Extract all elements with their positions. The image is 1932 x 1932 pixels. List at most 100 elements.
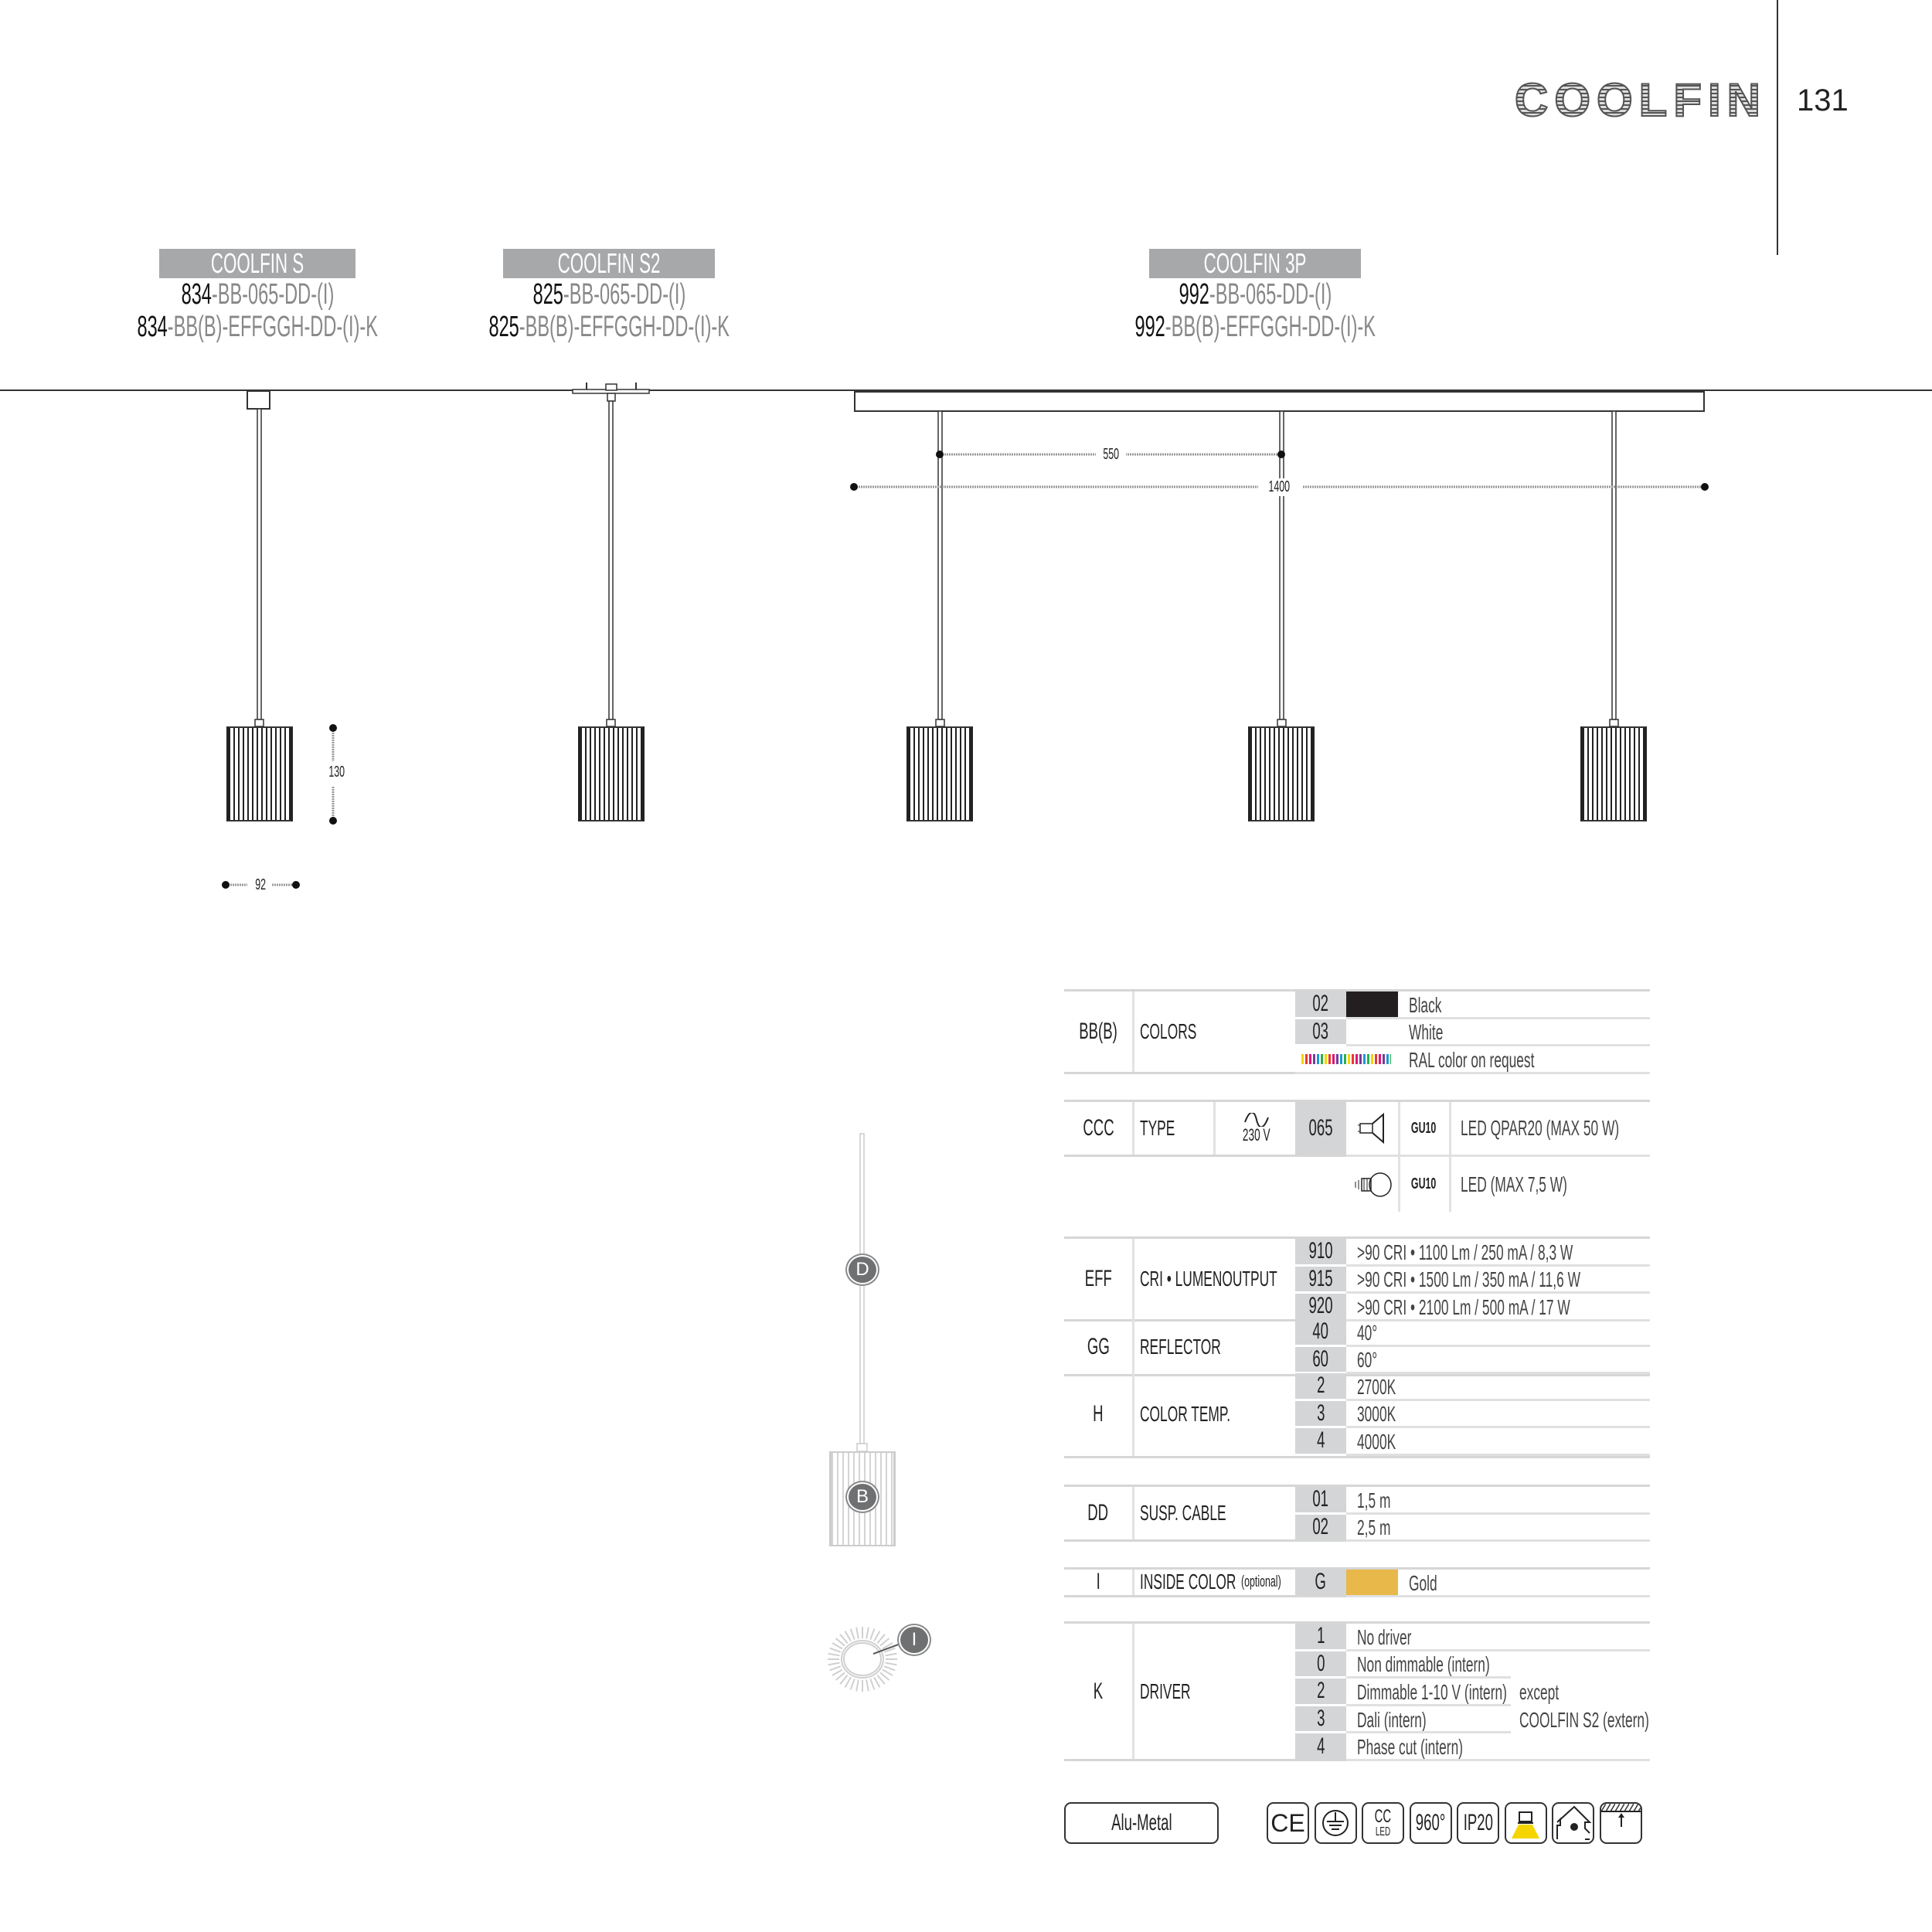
voltage-cell: 230 V: [1213, 1102, 1298, 1155]
group-label: TYPE: [1132, 1102, 1213, 1155]
ring-fin: [866, 1627, 869, 1639]
group-code: I: [1064, 1569, 1134, 1595]
option-code: 01: [1295, 1486, 1346, 1512]
ring-fin: [882, 1668, 893, 1676]
option-text-value: 40°: [1357, 1320, 1378, 1345]
product-name: COOLFIN S2: [557, 247, 661, 279]
cable-connector: [1609, 719, 1619, 727]
part-badge-body: B: [847, 1482, 878, 1512]
group-label-text: TYPE: [1140, 1116, 1175, 1141]
row-divider: [1346, 1426, 1650, 1429]
group-code: K: [1064, 1624, 1134, 1759]
code-prefix: 992: [1134, 311, 1165, 343]
code-prefix: 834: [181, 278, 212, 311]
linear-canopy: [854, 391, 1705, 412]
option-text-value: >90 CRI • 1100 Lm / 250 mA / 8,3 W: [1357, 1240, 1573, 1264]
row-divider: [1346, 1676, 1511, 1679]
group-code-text: CCC: [1082, 1115, 1114, 1141]
ring-fin: [883, 1665, 896, 1672]
product-coolfin-3p: COOLFIN 3P 992-BB-065-DD-(I) 992-BB(B)-E…: [1023, 249, 1487, 344]
option-text: Black: [1409, 992, 1461, 1019]
group-label-text: COLOR TEMP.: [1140, 1402, 1231, 1427]
type-code: 065: [1295, 1102, 1346, 1155]
row-divider: [1346, 1453, 1650, 1456]
option-text: Gold: [1409, 1570, 1454, 1597]
color-swatch: [1346, 992, 1398, 1017]
group-label-text: DRIVER: [1140, 1679, 1191, 1703]
option-code: 1: [1295, 1623, 1346, 1649]
code-rest: -BB(B)-EFFGGH-DD-(I)-K: [519, 311, 730, 343]
cable: [257, 408, 262, 720]
option-code-text: G: [1315, 1569, 1327, 1595]
option-code: 915: [1295, 1265, 1346, 1292]
ring-fin: [879, 1638, 890, 1647]
pendant-shade: [1248, 726, 1315, 821]
option-code-text: 40: [1312, 1318, 1329, 1345]
ceiling-mount-icon: [1599, 1802, 1642, 1844]
option-text: Dali (intern): [1357, 1706, 1469, 1734]
row-divider: [1346, 1731, 1511, 1734]
group-code-text: H: [1093, 1401, 1104, 1427]
color-swatch: [1346, 1019, 1398, 1045]
code-prefix: 834: [137, 311, 168, 343]
type-code-text: 065: [1308, 1115, 1333, 1141]
option-row: 920 >90 CRI • 2100 Lm / 500 mA / 17 W: [1295, 1293, 1650, 1321]
option-text: 2700K: [1357, 1373, 1420, 1401]
ring-fin: [879, 1672, 890, 1681]
option-text: >90 CRI • 1500 Lm / 350 mA / 11,6 W: [1357, 1267, 1717, 1294]
option-row: 01 1,5 m: [1295, 1486, 1650, 1515]
ring-fin: [866, 1679, 869, 1692]
option-text-value: >90 CRI • 2100 Lm / 500 mA / 17 W: [1357, 1294, 1570, 1319]
ring-fin: [844, 1676, 852, 1688]
option-text-value: Dali (intern): [1357, 1707, 1427, 1732]
group-label-text: REFLECTOR: [1140, 1334, 1221, 1359]
row-divider: [1346, 1398, 1650, 1401]
option-text-value: 2700K: [1357, 1374, 1396, 1399]
option-text-value: RAL color on request: [1409, 1047, 1535, 1072]
pendant-shade: [578, 726, 645, 821]
option-code-text: 03: [1312, 1018, 1329, 1044]
glow-wire-icon: 960°: [1409, 1802, 1452, 1844]
cable: [1611, 410, 1617, 720]
protective-earth-icon: [1314, 1802, 1357, 1844]
group-label: CRI • LUMENOUTPUT: [1132, 1239, 1295, 1319]
option-row: 02 Black: [1295, 991, 1650, 1019]
inside-ring: [828, 1627, 897, 1692]
color-swatch: [1346, 1570, 1398, 1595]
row-divider: [1346, 1264, 1650, 1267]
part-badge-cable: D: [847, 1255, 878, 1284]
option-text: Phase cut (intern): [1357, 1733, 1528, 1761]
option-code: 03: [1295, 1019, 1346, 1045]
ring-fin: [835, 1672, 845, 1681]
group-code-text: GG: [1087, 1333, 1110, 1359]
group-label: COLOR TEMP.: [1132, 1373, 1295, 1456]
row-divider: [1346, 1016, 1650, 1019]
group-label-text: CRI • LUMENOUTPUT: [1140, 1266, 1277, 1291]
type-description-text: LED QPAR20 (MAX 50 W): [1461, 1116, 1620, 1141]
socket-type: GU10: [1398, 1102, 1451, 1155]
ring-fin: [882, 1642, 893, 1650]
option-text: 2,5 m: [1357, 1515, 1411, 1543]
option-text: 1,5 m: [1357, 1487, 1411, 1515]
option-code-text: 915: [1308, 1265, 1333, 1291]
option-code: 3: [1295, 1400, 1346, 1427]
qpar20-lamp-icon: [1346, 1102, 1400, 1155]
code-prefix: 825: [488, 311, 519, 343]
option-code-text: 02: [1312, 991, 1329, 1017]
group-label: DRIVER: [1132, 1624, 1295, 1759]
dim-spacing-label: 550: [1096, 446, 1127, 464]
icon-subtext: LED: [1375, 1825, 1391, 1838]
option-code: 920: [1295, 1293, 1346, 1319]
option-code: 60: [1295, 1346, 1346, 1372]
ring-fin: [832, 1642, 843, 1650]
option-code: 2: [1295, 1678, 1346, 1704]
cable-connector: [935, 719, 945, 727]
